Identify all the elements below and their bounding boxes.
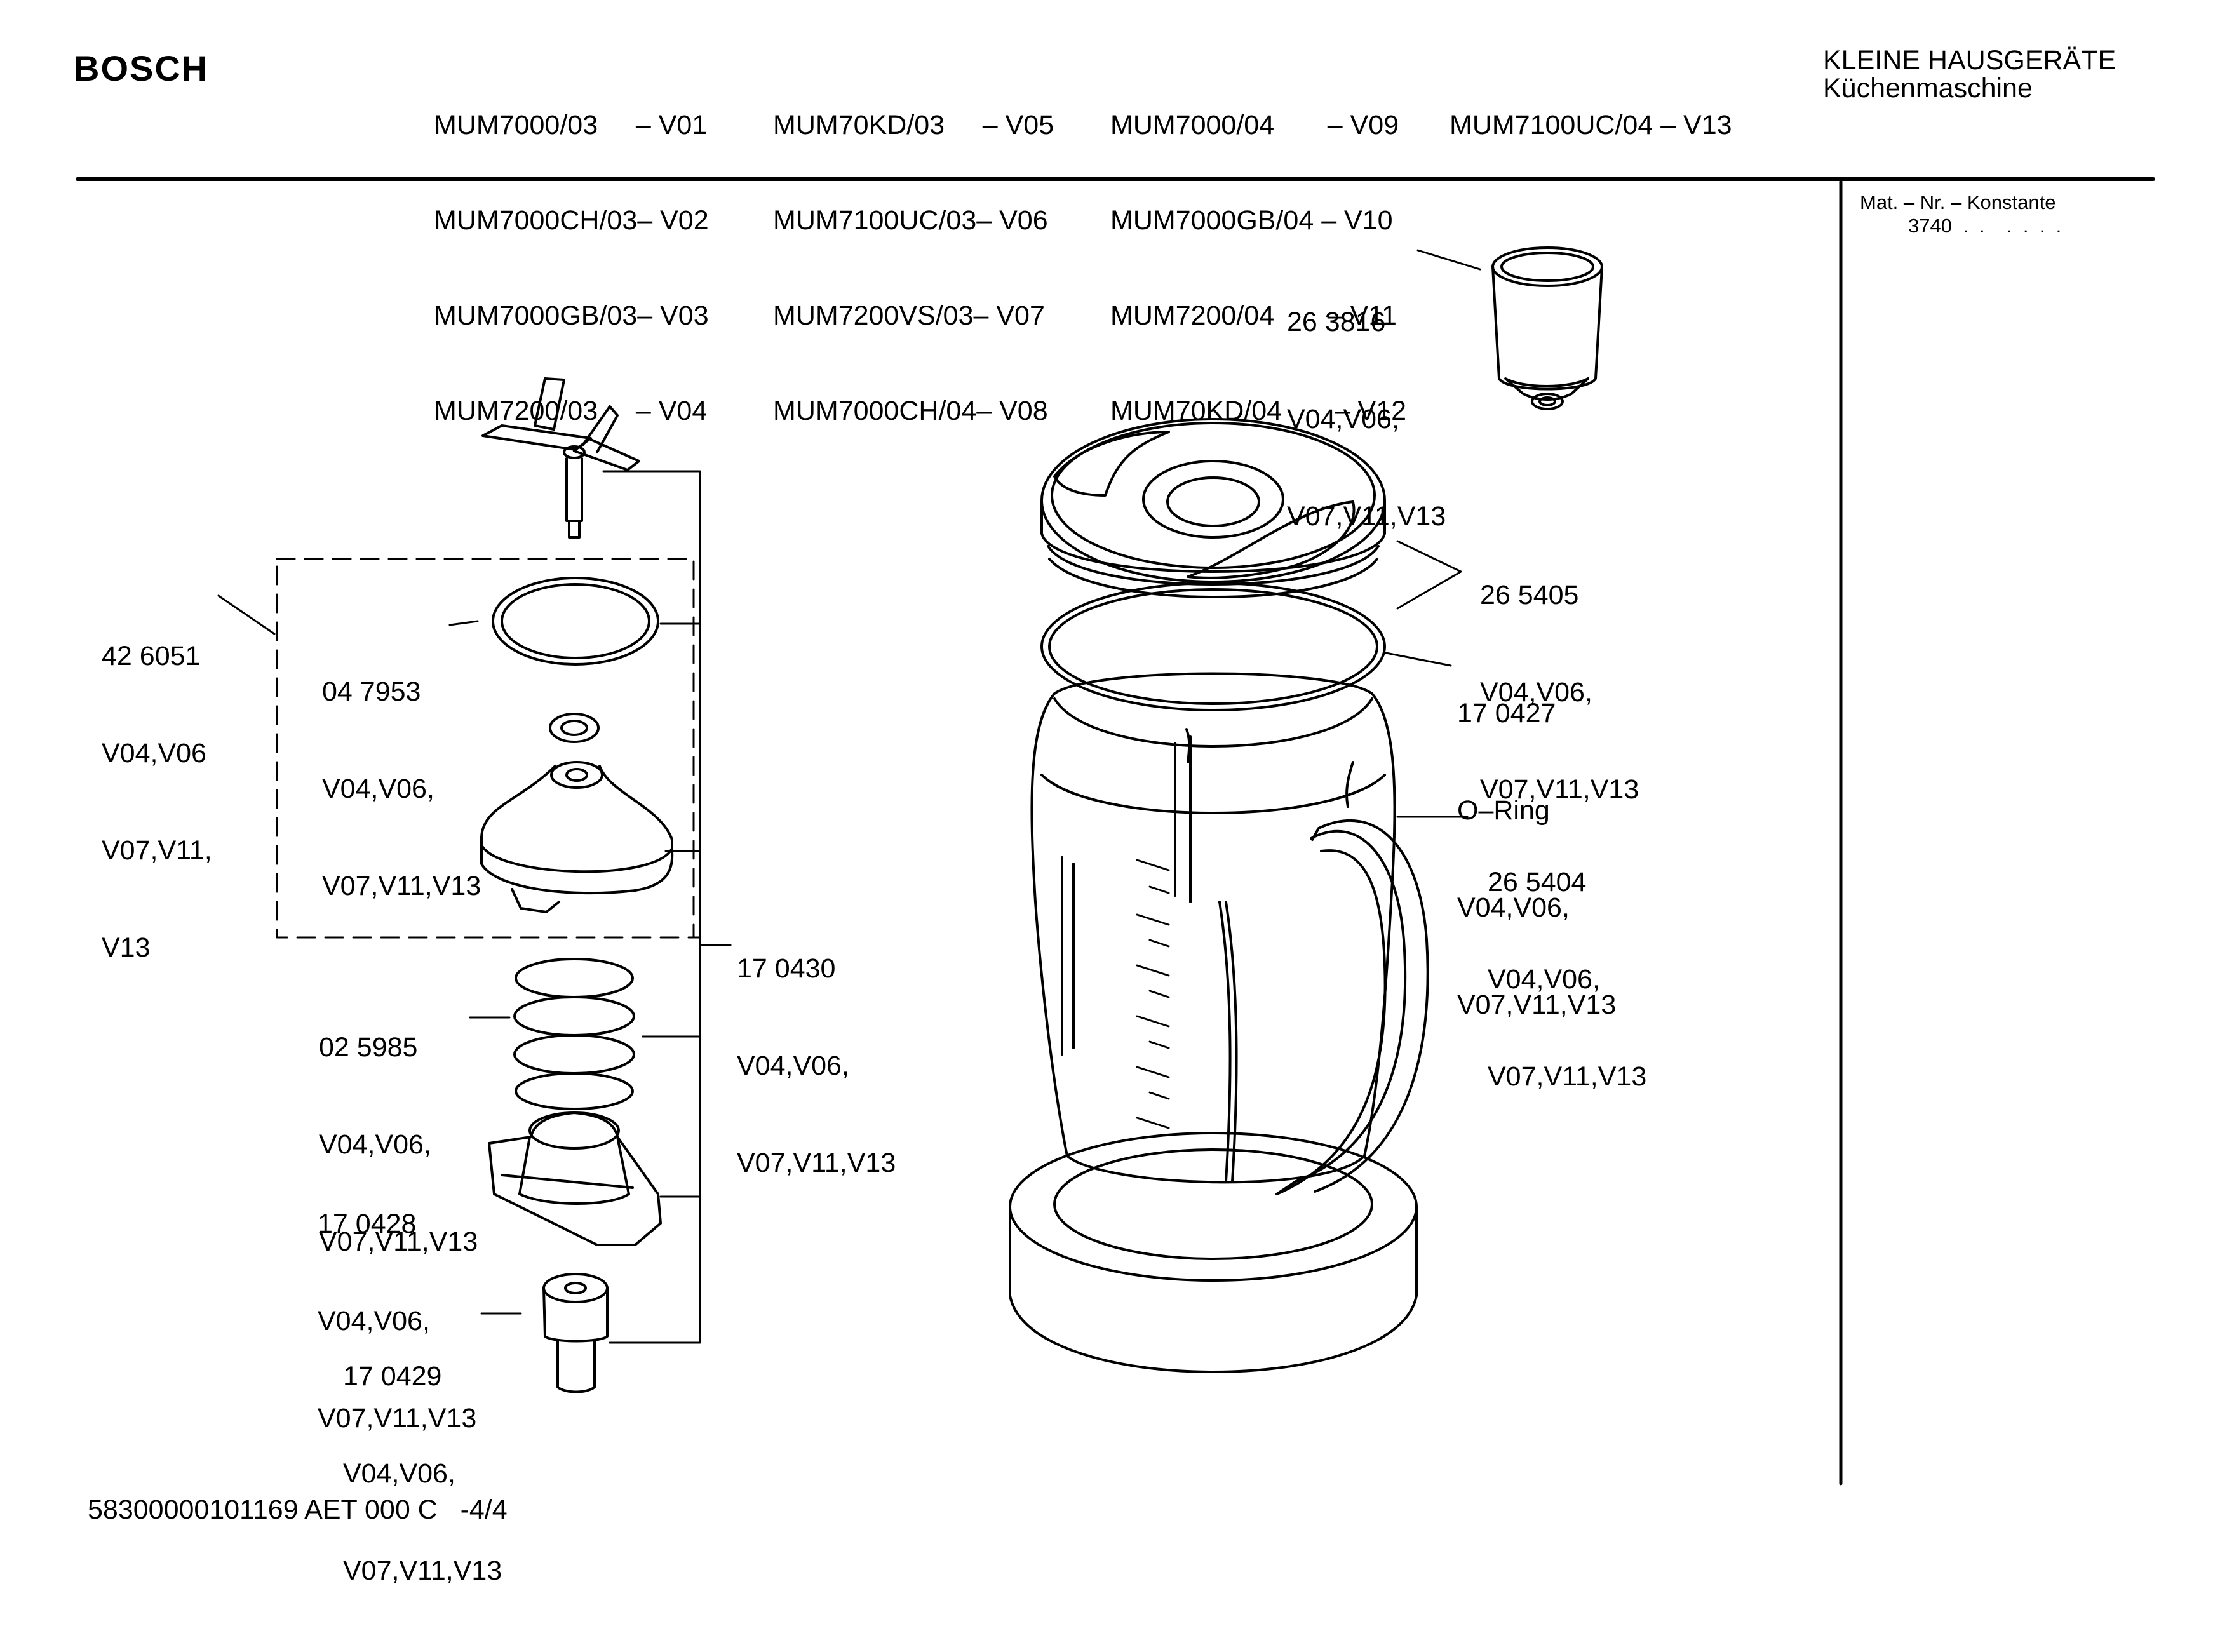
part-variants: V07,V11,V13 xyxy=(1457,990,1617,1020)
model-column-2: MUM70KD/03 – V05 MUM7100UC/03– V06 MUM72… xyxy=(773,46,1054,490)
part-number: 17 0429 xyxy=(343,1361,442,1392)
model-line: MUM7000CH/03– V02 xyxy=(434,205,709,236)
part-variants: V04,V06, xyxy=(737,1051,849,1081)
part-label-265404: 26 5404 V04,V06, V07,V11,V13 xyxy=(1488,802,1646,1158)
part-variants: V13 xyxy=(102,932,151,963)
model-line: MUM7200VS/03– V07 xyxy=(773,300,1045,331)
spring-icon xyxy=(513,958,635,1110)
constant-label: Mat. – Nr. – Konstante xyxy=(1860,191,2056,213)
blender-jug-icon xyxy=(1009,672,1429,1373)
constant-value: 3740 . . . . . . xyxy=(1908,215,2062,237)
document-number: 58300000101169 AET 000 C -4/4 xyxy=(88,1494,508,1525)
part-variants: V07,V11,V13 xyxy=(318,1403,477,1434)
exploded-view-drawing xyxy=(76,177,2155,1486)
model-line: MUM7000GB/03– V03 xyxy=(434,300,709,331)
part-number: 17 0427 xyxy=(1457,698,1556,729)
parts-diagram-page: BOSCH MUM7000/03 – V01 MUM7000CH/03– V02… xyxy=(74,45,2155,1586)
blender-lid-icon xyxy=(1040,418,1386,598)
blade-knife-icon xyxy=(481,377,640,539)
seal-ring-icon xyxy=(492,577,659,666)
o-ring-icon xyxy=(1040,582,1386,711)
part-number: 02 5985 xyxy=(319,1032,418,1063)
drive-coupler-icon xyxy=(542,1273,609,1393)
part-label-025985: 02 5985 V04,V06, V07,V11,V13 xyxy=(319,967,478,1323)
seal-group-dashed-box xyxy=(276,558,695,939)
part-variants: V07,V11,V13 xyxy=(322,871,481,901)
part-number: 17 0428 xyxy=(318,1209,417,1239)
right-leader-lines xyxy=(1385,249,1481,818)
left-leader-lines xyxy=(217,470,732,1344)
model-line: MUM7000GB/04 – V10 xyxy=(1110,205,1393,236)
model-column-1: MUM7000/03 – V01 MUM7000CH/03– V02 MUM70… xyxy=(434,46,709,490)
part-variants: V04,V06, xyxy=(318,1306,430,1336)
part-variants: V04,V06, xyxy=(1457,892,1570,923)
blade-cone-icon xyxy=(480,761,674,913)
part-variants: V04,V06, xyxy=(343,1458,455,1489)
part-number: 17 0430 xyxy=(737,953,836,984)
part-variants: V07,V11, xyxy=(102,835,212,866)
part-label-426051: 42 6051 V04,V06 V07,V11, V13 xyxy=(102,575,212,1029)
part-label-047953: 04 7953 V04,V06, V07,V11,V13 xyxy=(322,611,481,967)
product-name: Küchenmaschine xyxy=(1823,73,2033,104)
part-label-170430: 17 0430 V04,V06, V07,V11,V13 xyxy=(737,888,896,1244)
part-variants: V07,V11,V13 xyxy=(1488,1061,1647,1092)
part-number: 26 5405 xyxy=(1480,580,1579,610)
part-label-170428: 17 0428 V04,V06, V07,V11,V13 xyxy=(318,1143,476,1500)
part-variants: V04,V06 xyxy=(102,738,206,769)
part-variants: V04,V06, xyxy=(1287,404,1399,434)
small-washer-icon xyxy=(549,713,600,743)
part-label-170427: 17 0427 O–Ring V04,V06, V07,V11,V13 xyxy=(1457,633,1616,1086)
model-line: MUM7200/04 – V11 xyxy=(1110,300,1397,331)
model-line: MUM7200/03 – V04 xyxy=(434,396,708,426)
part-variants: V04,V06, xyxy=(322,774,434,804)
part-variants: V04,V06, xyxy=(319,1129,431,1160)
brand-logo: BOSCH xyxy=(74,48,209,88)
coupling-base-icon xyxy=(488,1111,662,1246)
model-column-3: MUM7000/04 – V09 MUM7000GB/04 – V10 MUM7… xyxy=(1110,46,1406,490)
model-line: MUM7100UC/03– V06 xyxy=(773,205,1048,236)
measuring-cup-icon xyxy=(1491,246,1603,410)
part-variants: V07,V11,V13 xyxy=(737,1148,896,1178)
part-variants: V07,V11,V13 xyxy=(319,1226,478,1257)
part-variants: V04,V06, xyxy=(1488,964,1600,995)
part-number: 42 6051 xyxy=(102,641,201,671)
model-line: MUM70KD/03 – V05 xyxy=(773,110,1054,140)
model-line: MUM7000/03 – V01 xyxy=(434,110,708,140)
part-number: 04 7953 xyxy=(322,676,421,707)
category-heading: KLEINE HAUSGERÄTE xyxy=(1823,45,2116,76)
part-description: O–Ring xyxy=(1457,795,1550,826)
part-number: 26 3816 xyxy=(1287,307,1386,337)
part-variants: V07,V11,V13 xyxy=(1480,774,1639,805)
model-line: MUM7100UC/04 – V13 xyxy=(1450,110,1732,140)
part-label-265405: 26 5405 V04,V06, V07,V11,V13 xyxy=(1480,514,1639,871)
model-column-4: MUM7100UC/04 – V13 xyxy=(1450,46,1732,205)
model-line: MUM7000/04 – V09 xyxy=(1110,110,1399,140)
part-number: 26 5404 xyxy=(1488,867,1587,897)
model-line: MUM7000CH/04– V08 xyxy=(773,396,1048,426)
part-variants: V04,V06, xyxy=(1480,677,1592,708)
